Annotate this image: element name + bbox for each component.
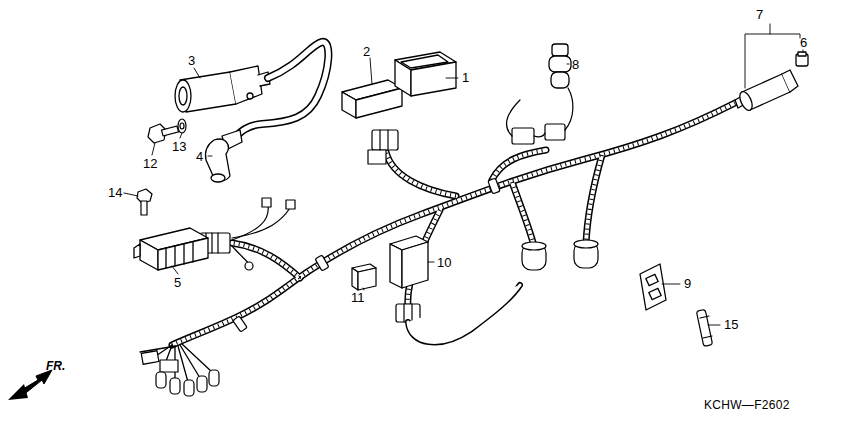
callout-number: 5 xyxy=(174,276,181,289)
callout-number: 3 xyxy=(188,54,195,67)
callout-number: 2 xyxy=(363,45,370,58)
callout-number: 1 xyxy=(462,71,469,84)
callout-number: 12 xyxy=(143,157,157,170)
direction-label: FR. xyxy=(46,360,65,372)
drawing-code: KCHW—F2602 xyxy=(704,399,790,411)
callout-number: 4 xyxy=(196,150,203,163)
callout-number: 15 xyxy=(724,318,738,331)
callout-number: 9 xyxy=(684,277,691,290)
callout-number: 11 xyxy=(351,291,365,304)
callout-number: 13 xyxy=(172,140,186,153)
callout-number: 7 xyxy=(756,8,763,21)
callout-number: 10 xyxy=(437,256,451,269)
callout-number: 6 xyxy=(800,36,807,49)
callout-number: 14 xyxy=(108,186,122,199)
callout-number: 8 xyxy=(572,58,579,71)
